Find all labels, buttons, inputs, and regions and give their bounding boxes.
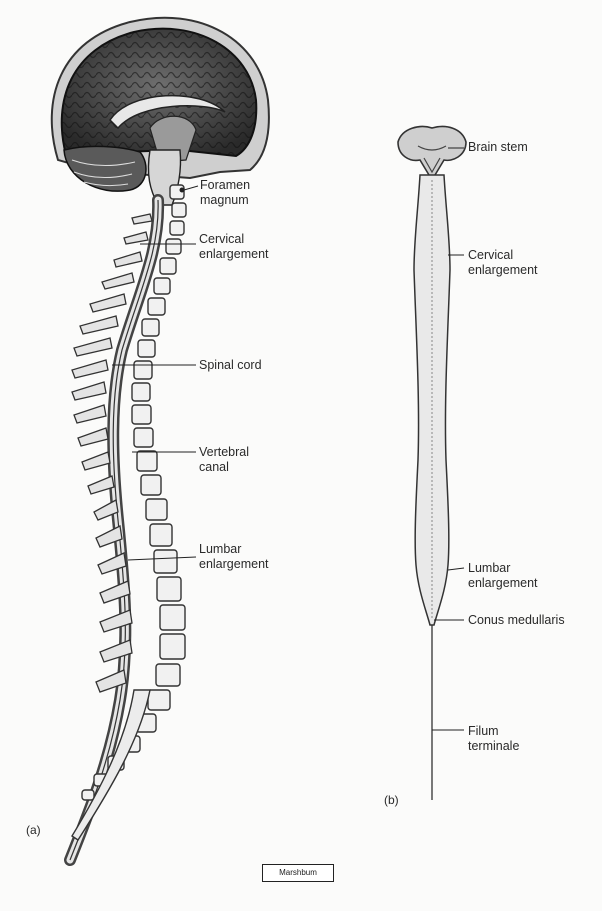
panel-b-drawing — [398, 127, 466, 800]
label-foramen-magnum: Foramen magnum — [200, 178, 250, 208]
label-vertebral-canal: Vertebral canal — [199, 445, 249, 475]
panel-a-drawing — [52, 18, 269, 860]
label-brain-stem: Brain stem — [468, 140, 528, 155]
label-cervical-enlargement-b: Cervical enlargement — [468, 248, 538, 278]
label-lumbar-enlargement-a: Lumbar enlargement — [199, 542, 269, 572]
credit-box: Marshbum — [262, 864, 334, 882]
panel-label-b: (b) — [384, 793, 399, 807]
label-cervical-enlargement-a: Cervical enlargement — [199, 232, 269, 262]
label-conus-medullaris: Conus medullaris — [468, 613, 565, 628]
label-filum-terminale: Filum terminale — [468, 724, 519, 754]
label-spinal-cord: Spinal cord — [199, 358, 262, 373]
label-lumbar-enlargement-b: Lumbar enlargement — [468, 561, 538, 591]
panel-label-a: (a) — [26, 823, 41, 837]
